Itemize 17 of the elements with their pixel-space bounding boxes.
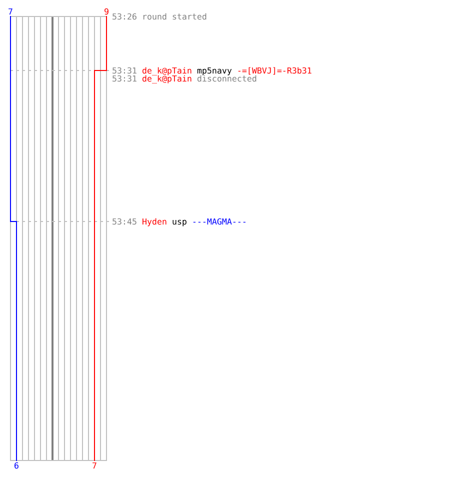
weapon-name: usp [172, 220, 186, 226]
player-name: de_k@pTain [142, 67, 192, 76]
timestamp: 53:45 [112, 218, 136, 225]
timestamp: 53:31 [112, 67, 136, 74]
weapon-name: mp5navy [197, 67, 232, 76]
player-count: 7 [8, 8, 12, 14]
player-name: de_k@pTain [142, 75, 192, 84]
timestamp: 53:26 [112, 13, 136, 20]
event-text: disconnected [197, 75, 256, 82]
player-count: 9 [104, 8, 108, 15]
player-count: 6 [14, 462, 18, 469]
player-name: Hyden [142, 218, 166, 226]
player-name: -=[WBVJ]=-R3b31 [238, 67, 312, 75]
timestamp: 53:31 [112, 75, 136, 82]
player-count: 7 [92, 462, 96, 468]
player-name: ---MAGMA--- [193, 218, 246, 225]
event-text: round started [143, 13, 206, 20]
